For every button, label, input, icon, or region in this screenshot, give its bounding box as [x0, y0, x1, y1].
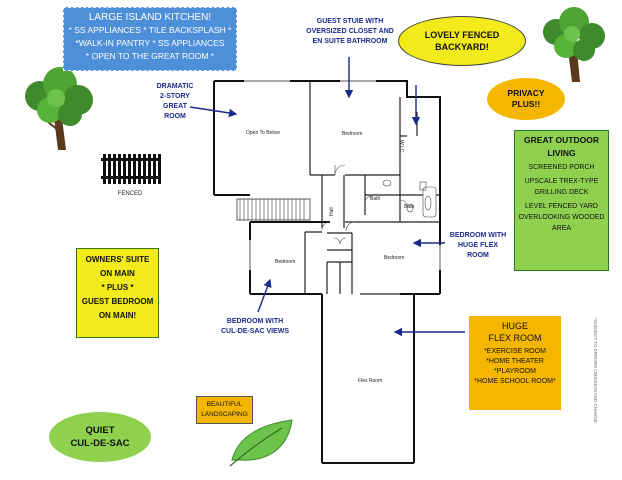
kitchen-line-2: *WALK-IN PANTRY * SS APPLIANCES — [75, 38, 225, 48]
plan-label-open-to-below: Open To Below — [246, 130, 280, 136]
kitchen-line-1: * SS APPLIANCES * TILE BACKSPLASH * — [68, 25, 232, 35]
kitchen-line-3: * OPEN TO THE GREAT ROOM * — [85, 51, 215, 61]
privacy-line-1: PRIVACY — [507, 88, 545, 98]
outdoor-title: GREAT OUTDOOR LIVING — [515, 134, 608, 160]
flex-item-theater: *HOME THEATER — [486, 358, 544, 365]
outdoor-item-yard: LEVEL FENCED YARD OVERLOOKING WOODED ARE… — [518, 203, 605, 232]
backyard-line-2: BACKYARD! — [435, 42, 489, 52]
privacy-oval: PRIVACY PLUS!! — [487, 78, 565, 120]
callout-great-room-line-3: GREAT — [163, 103, 187, 110]
callout-great-room-line-1: DRAMATIC — [156, 83, 194, 90]
bath-fixtures — [382, 179, 437, 218]
callout-great-room-line-2: 2-STORY — [160, 93, 190, 100]
plan-label-hall: Hall — [329, 207, 335, 216]
tree-icon-right — [543, 7, 605, 82]
outdoor-living-box: GREAT OUTDOOR LIVING SCREENED PORCH UPSC… — [514, 130, 609, 271]
callout-bedroom-flex: BEDROOM WITH HUGE FLEX ROOM — [446, 231, 510, 261]
callout-guest-suite-line-3: EN SUITE BATHROOM — [312, 38, 388, 45]
landscaping-line-2: LANDSCAPING — [201, 411, 248, 418]
callout-great-room-line-4: ROOM — [164, 113, 186, 120]
fenced-label: FENCED — [117, 191, 143, 197]
callout-bedroom-culdesac-line-2: CUL-DE-SAC VIEWS — [220, 328, 290, 335]
flex-item-school: *HOME SCHOOL ROOM* — [474, 378, 556, 385]
floor-plan-walls — [213, 80, 441, 464]
kitchen-feature-box: LARGE ISLAND KITCHEN! * SS APPLIANCES * … — [63, 7, 237, 71]
owners-line-1: OWNERS' SUITE — [85, 255, 150, 264]
flex-title: HUGE FLEX ROOM — [469, 320, 561, 344]
backyard-line-1: LOVELY FENCED — [424, 30, 500, 40]
landscaping-box: BEAUTIFUL LANDSCAPING — [196, 396, 253, 424]
owners-line-5: ON MAIN! — [98, 311, 137, 320]
callout-bedroom-flex-line-1: BEDROOM WITH — [449, 232, 507, 239]
fence-icon — [101, 154, 161, 184]
backyard-oval: LOVELY FENCED BACKYARD! — [398, 16, 526, 66]
callout-bedroom-culdesac: BEDROOM WITH CUL-DE-SAC VIEWS — [200, 317, 310, 337]
plan-label-flex-room: Flex Room — [358, 378, 383, 384]
callout-arrows — [189, 57, 465, 337]
quiet-culdesac-oval: QUIET CUL-DE-SAC — [49, 412, 151, 462]
plan-label-bedroom-left: Bedroom — [275, 259, 296, 265]
plan-label-wic: W.I.C. — [398, 140, 404, 154]
flex-title-line-2: FLEX ROOM — [488, 333, 542, 343]
callout-bedroom-culdesac-line-1: BEDROOM WITH — [226, 318, 284, 325]
outdoor-title-line-1: GREAT OUTDOOR — [524, 135, 599, 145]
plan-label-bath-1: Bath — [370, 196, 381, 202]
owners-line-3: * PLUS * — [101, 283, 134, 292]
plan-label-bedroom-right: Bedroom — [384, 255, 405, 261]
plan-label-bedroom-guest: Bedroom — [342, 131, 363, 137]
windows — [244, 80, 441, 270]
disclaimer-text: *SUBJECT TO ERRORS OMISSION AND CHANGE — [593, 318, 598, 423]
landscaping-line-1: BEAUTIFUL — [206, 401, 243, 408]
callout-guest-suite: GUEST STUIE WITH OVERSIZED CLOSET AND EN… — [290, 17, 410, 47]
leaf-icon — [229, 419, 293, 467]
owners-line-2: ON MAIN — [100, 269, 135, 278]
owners-suite-box: OWNERS' SUITE ON MAIN * PLUS * GUEST BED… — [76, 248, 159, 338]
outdoor-item-screened-porch: SCREENED PORCH — [528, 164, 595, 171]
flex-item-playroom: *PLAYROOM — [494, 368, 536, 375]
quiet-line-2: CUL-DE-SAC — [70, 438, 130, 449]
plan-label-bath-2: Bath — [404, 204, 415, 210]
tree-icon-left — [25, 67, 93, 150]
callout-bedroom-flex-line-3: ROOM — [467, 252, 489, 259]
flex-room-box: HUGE FLEX ROOM *EXERCISE ROOM *HOME THEA… — [469, 316, 561, 410]
privacy-line-2: PLUS!! — [511, 99, 541, 109]
outdoor-title-line-2: LIVING — [547, 148, 576, 158]
flex-title-line-1: HUGE — [501, 321, 528, 331]
callout-bedroom-flex-line-2: HUGE FLEX — [457, 242, 499, 249]
outdoor-item-deck: UPSCALE TREX-TYPE GRILLING DECK — [524, 178, 599, 196]
callout-guest-suite-line-2: OVERSIZED CLOSET AND — [306, 28, 394, 35]
stairs — [236, 198, 311, 221]
quiet-line-1: QUIET — [85, 425, 115, 436]
owners-line-4: GUEST BEDROOM — [81, 297, 154, 306]
callout-great-room: DRAMATIC 2-STORY GREAT ROOM — [150, 82, 200, 122]
floor-plan-interior-walls — [304, 81, 440, 295]
flex-item-exercise: *EXERCISE ROOM — [484, 348, 546, 355]
callout-guest-suite-line-1: GUEST STUIE WITH — [316, 18, 384, 25]
kitchen-title: LARGE ISLAND KITCHEN! — [88, 12, 212, 23]
